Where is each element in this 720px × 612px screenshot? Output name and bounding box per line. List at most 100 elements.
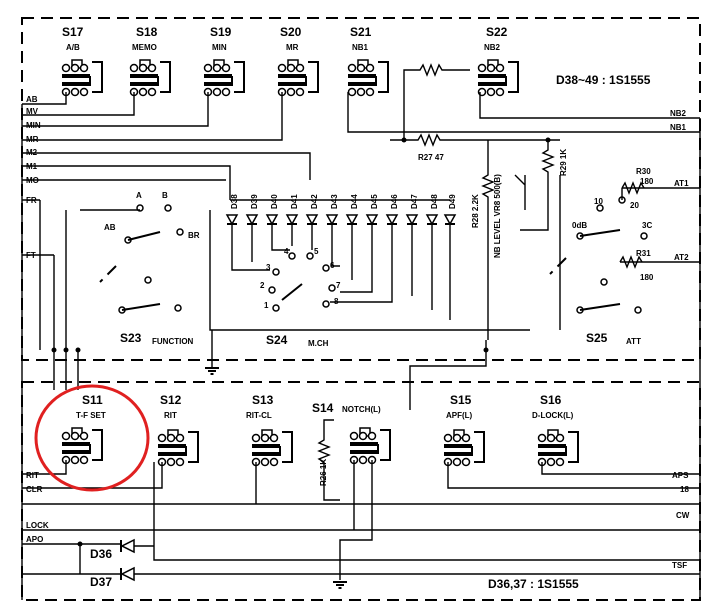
svg-text:D40: D40 bbox=[270, 194, 279, 209]
svg-text:D38: D38 bbox=[230, 194, 239, 209]
svg-text:D37: D37 bbox=[90, 575, 112, 589]
svg-text:S15: S15 bbox=[450, 393, 472, 407]
switch-s17: S17 A/B bbox=[61, 25, 103, 97]
svg-text:M.CH: M.CH bbox=[308, 339, 329, 348]
svg-text:S17: S17 bbox=[62, 25, 84, 39]
svg-text:S24: S24 bbox=[266, 333, 288, 347]
svg-text:S19: S19 bbox=[210, 25, 232, 39]
bottom-bus bbox=[22, 460, 700, 580]
svg-text:S11: S11 bbox=[82, 393, 103, 407]
switch-s18: S18 MEMO bbox=[129, 25, 171, 97]
top-diode-note: D38~49 : 1S1555 bbox=[556, 73, 651, 87]
switch-s15: S15 APF(L) bbox=[443, 393, 485, 467]
svg-text:S21: S21 bbox=[350, 25, 372, 39]
svg-text:3C: 3C bbox=[642, 221, 652, 230]
switch-s16: S16 D-LOCK(L) bbox=[532, 393, 579, 467]
switch-s19: S19 MIN bbox=[203, 25, 245, 97]
ground-symbol-top bbox=[204, 330, 220, 375]
svg-text:M1: M1 bbox=[26, 162, 38, 171]
svg-text:APO: APO bbox=[26, 535, 43, 544]
svg-text:NB1: NB1 bbox=[670, 123, 687, 132]
svg-text:FT: FT bbox=[26, 251, 36, 260]
svg-text:D46: D46 bbox=[390, 194, 399, 209]
svg-text:R27 47: R27 47 bbox=[418, 153, 444, 162]
svg-text:D-LOCK(L): D-LOCK(L) bbox=[532, 411, 574, 420]
svg-text:A/B: A/B bbox=[66, 43, 80, 52]
switch-s14: S14 NOTCH(L) bbox=[312, 401, 391, 465]
svg-text:S22: S22 bbox=[486, 25, 508, 39]
top-left-bus bbox=[21, 92, 311, 600]
switch-s22: S22 NB2 bbox=[477, 25, 519, 97]
svg-text:D43: D43 bbox=[330, 194, 339, 209]
svg-text:D48: D48 bbox=[430, 194, 439, 209]
svg-text:B: B bbox=[162, 191, 168, 200]
svg-text:D42: D42 bbox=[310, 194, 319, 209]
svg-text:ATT: ATT bbox=[626, 337, 641, 346]
svg-text:NOTCH(L): NOTCH(L) bbox=[342, 405, 381, 414]
svg-text:10: 10 bbox=[594, 197, 603, 206]
svg-text:T-F SET: T-F SET bbox=[76, 411, 106, 420]
diode-d37: D37 bbox=[90, 566, 700, 589]
svg-text:D36: D36 bbox=[90, 547, 112, 561]
svg-text:MIN: MIN bbox=[26, 121, 41, 130]
svg-text:MR: MR bbox=[286, 43, 299, 52]
switch-s13: S13 RIT-CL bbox=[246, 393, 293, 467]
svg-text:S23: S23 bbox=[120, 331, 142, 345]
svg-text:D44: D44 bbox=[350, 194, 359, 209]
svg-text:RIT-CL: RIT-CL bbox=[246, 411, 272, 420]
top-left-labels: AB MV MIN MR M2 M1 MO FR FT bbox=[26, 95, 41, 260]
svg-text:MIN: MIN bbox=[212, 43, 227, 52]
svg-text:RIT: RIT bbox=[26, 471, 39, 480]
svg-text:S25: S25 bbox=[586, 331, 608, 345]
svg-text:BR: BR bbox=[188, 231, 200, 240]
svg-text:180: 180 bbox=[640, 273, 654, 282]
svg-text:S20: S20 bbox=[280, 25, 302, 39]
svg-text:5: 5 bbox=[314, 247, 319, 256]
bottom-diode-note: D36,37 : 1S1555 bbox=[488, 577, 579, 591]
top-right-labels: NB2 NB1 AT1 AT2 bbox=[670, 109, 689, 262]
svg-text:M2: M2 bbox=[26, 148, 38, 157]
svg-text:R30: R30 bbox=[636, 167, 651, 176]
svg-text:2: 2 bbox=[260, 281, 265, 290]
svg-text:AB: AB bbox=[104, 223, 116, 232]
svg-text:CW: CW bbox=[676, 511, 690, 520]
svg-text:MO: MO bbox=[26, 176, 39, 185]
svg-text:S13: S13 bbox=[252, 393, 274, 407]
switch-s24: 3 4 5 6 2 7 1 8 S24 M.CH bbox=[209, 210, 530, 348]
ground-symbol-bottom bbox=[332, 581, 348, 589]
bottom-left-labels: RIT CLR LOCK APO bbox=[26, 471, 49, 544]
diode-d36: D36 bbox=[90, 538, 154, 561]
svg-text:APF(L): APF(L) bbox=[446, 411, 473, 420]
svg-text:D47: D47 bbox=[410, 194, 419, 209]
switch-s21: S21 NB1 bbox=[347, 25, 389, 97]
svg-text:D45: D45 bbox=[370, 194, 379, 209]
svg-text:AT2: AT2 bbox=[674, 253, 689, 262]
svg-text:S12: S12 bbox=[160, 393, 182, 407]
svg-text:NB LEVEL VR8 500(B): NB LEVEL VR8 500(B) bbox=[493, 174, 502, 258]
svg-text:A: A bbox=[136, 191, 142, 200]
svg-text:20: 20 bbox=[630, 201, 639, 210]
svg-text:D41: D41 bbox=[290, 194, 299, 209]
switch-s11: S11 T-F SET bbox=[61, 393, 106, 465]
svg-text:S18: S18 bbox=[136, 25, 158, 39]
top-resistor-network: R27 47 R28 2.2K NB LEVEL VR8 500(B) R29 … bbox=[390, 63, 568, 340]
svg-text:LOCK: LOCK bbox=[26, 521, 49, 530]
svg-text:18: 18 bbox=[680, 485, 689, 494]
svg-text:NB2: NB2 bbox=[484, 43, 501, 52]
svg-text:3: 3 bbox=[266, 263, 271, 272]
highlight-circle bbox=[34, 384, 150, 492]
diode-array: D38 D39 D40 D41 D42 D43 D44 D45 D46 D47 … bbox=[226, 180, 457, 320]
svg-text:4: 4 bbox=[284, 247, 289, 256]
svg-text:R28 2.2K: R28 2.2K bbox=[471, 194, 480, 228]
switch-s25: 10 20 0dB 3C S25 ATT R30 180 R31 180 bbox=[549, 167, 654, 346]
svg-text:180: 180 bbox=[640, 177, 654, 186]
svg-text:S14: S14 bbox=[312, 401, 334, 415]
svg-text:1: 1 bbox=[264, 301, 269, 310]
svg-text:APS: APS bbox=[672, 471, 689, 480]
svg-text:TSF: TSF bbox=[672, 561, 687, 570]
svg-text:NB2: NB2 bbox=[670, 109, 687, 118]
svg-text:6: 6 bbox=[330, 261, 335, 270]
resistor-r26: R26 1K bbox=[317, 419, 340, 501]
svg-text:R26 1K: R26 1K bbox=[319, 459, 328, 486]
